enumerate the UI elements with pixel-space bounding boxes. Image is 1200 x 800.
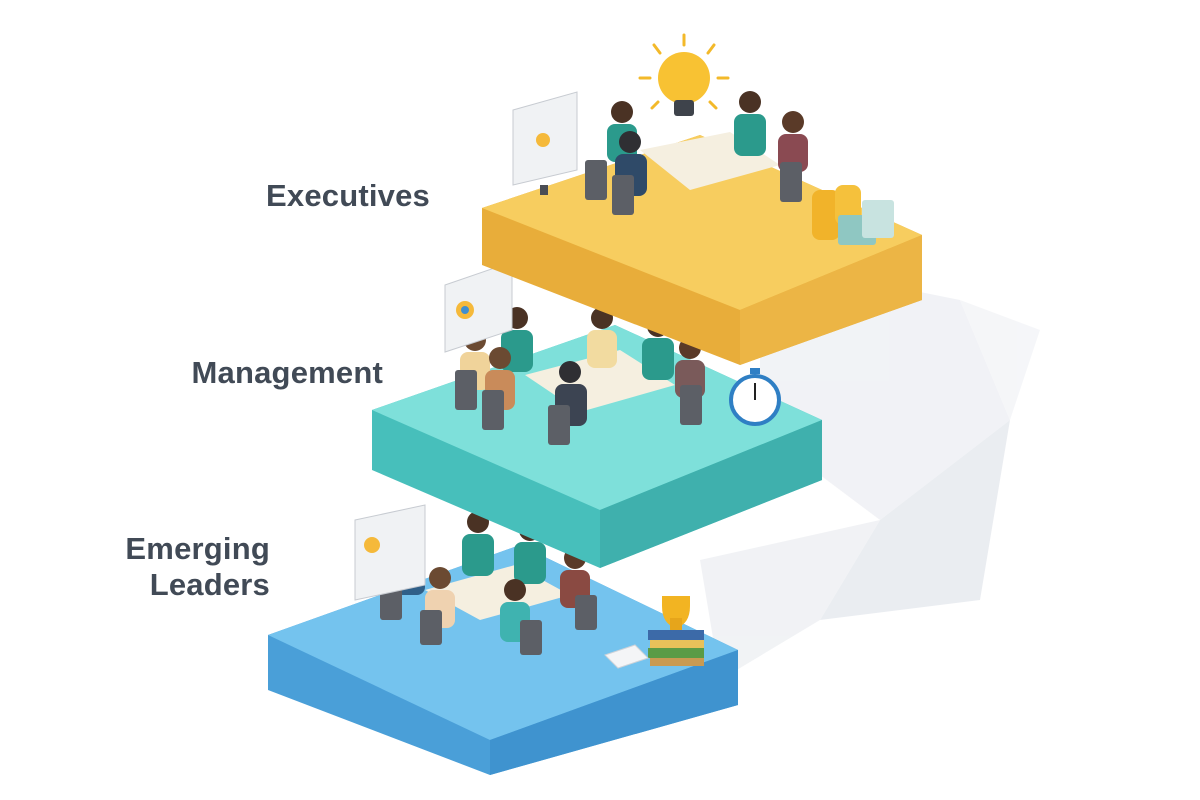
tier-executives — [482, 33, 922, 365]
lightbulb-icon — [638, 33, 730, 116]
presentation-board-icon — [444, 261, 513, 353]
presentation-board-icon — [354, 504, 426, 601]
trophy-icon — [648, 596, 704, 666]
clock-icon — [729, 368, 781, 426]
tier-label-emerging-line1: Emerging — [125, 531, 270, 566]
tier-label-executives: Executives — [266, 178, 430, 213]
tier-label-management: Management — [191, 355, 383, 390]
tier-label-emerging-leaders: Emerging Leaders — [80, 531, 270, 603]
tier-management — [372, 261, 822, 568]
tier-emerging-leaders — [268, 504, 738, 775]
papers-icon — [604, 644, 649, 669]
presentation-board-icon — [512, 91, 578, 195]
coins-and-cash-icon — [812, 185, 894, 245]
tier-label-emerging-line2: Leaders — [149, 567, 270, 602]
